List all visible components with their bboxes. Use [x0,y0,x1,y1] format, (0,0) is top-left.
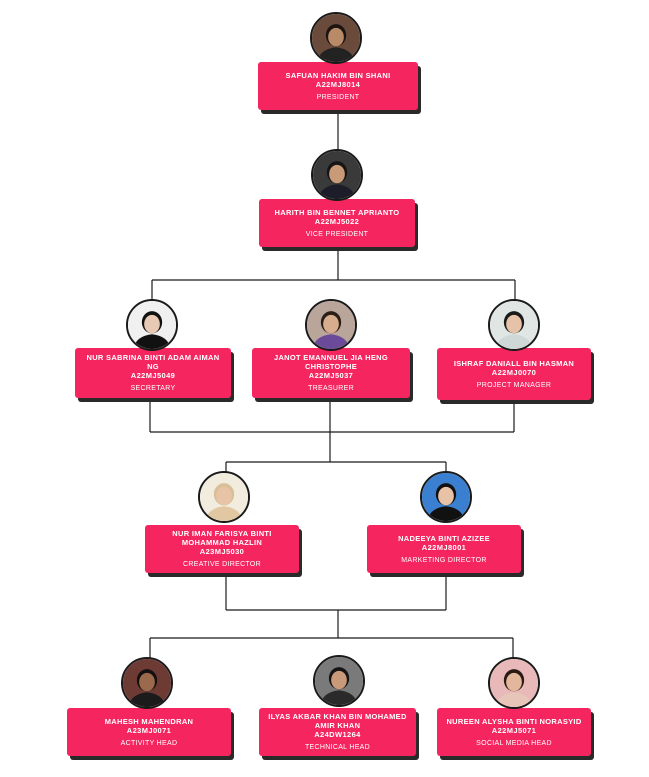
member-avatar [310,12,362,64]
member-avatar [198,471,250,523]
member-id: A23MJ0071 [126,725,172,735]
member-name: HARITH BIN BENNET APRIANTO [274,207,400,217]
member-id: A22MJ5022 [314,216,360,226]
member-id: A23MJ5030 [199,547,245,556]
member-id: A22MJ0070 [491,367,537,377]
member-role: SECRETARY [130,385,176,392]
member-avatar [305,299,357,351]
member-avatar [488,299,540,351]
member-id: A22MJ5049 [130,371,176,380]
member-name: JANOT EMANNUEL JIA HENG CHRISTOPHE [274,353,388,371]
person-photo [307,301,355,349]
person-photo [128,301,176,349]
member-name: ISHRAF DANIALL BIN HASMAN [453,358,575,368]
person-photo [200,473,248,521]
member-role: PRESIDENT [316,93,360,101]
member-avatar [126,299,178,351]
member-role: TECHNICAL HEAD [304,744,370,751]
member-name: NADEEYA BINTI AZIZEE [398,533,490,543]
person-photo [123,659,171,707]
member-name: NUR IMAN FARISYA BINTI MOHAMMAD HAZLIN [172,529,272,547]
person-photo [315,657,363,705]
member-role: MARKETING DIRECTOR [401,556,487,564]
person-photo [312,14,360,62]
person-photo [313,151,361,199]
member-role: SOCIAL MEDIA HEAD [476,739,552,747]
member-name: SAFUAN HAKIM BIN SHANI [285,70,391,80]
member-id: A22MJ8001 [421,542,467,552]
member-id: A22MJ5037 [308,371,354,380]
member-id: A22MJ5071 [491,725,537,735]
member-role: PROJECT MANAGER [476,381,552,389]
member-id: A22MJ8014 [315,79,361,89]
member-role: TREASURER [308,385,354,392]
member-role: CREATIVE DIRECTOR [183,561,261,568]
member-name: MAHESH MAHENDRAN [104,716,194,726]
member-avatar [488,657,540,709]
member-name: ILYAS AKBAR KHAN BIN MOHAMED AMIR KHAN [268,712,407,730]
member-avatar [313,655,365,707]
member-role: VICE PRESIDENT [305,230,369,238]
person-photo [490,301,538,349]
person-photo [422,473,470,521]
member-avatar [121,657,173,709]
member-id: A24DW1264 [314,730,361,739]
member-name: NUR SABRINA BINTI ADAM AIMAN NG [86,353,220,371]
person-photo [490,659,538,707]
member-role: ACTIVITY HEAD [120,739,178,747]
member-avatar [420,471,472,523]
member-avatar [311,149,363,201]
member-name: NUREEN ALYSHA BINTI NORASYID [446,716,582,726]
